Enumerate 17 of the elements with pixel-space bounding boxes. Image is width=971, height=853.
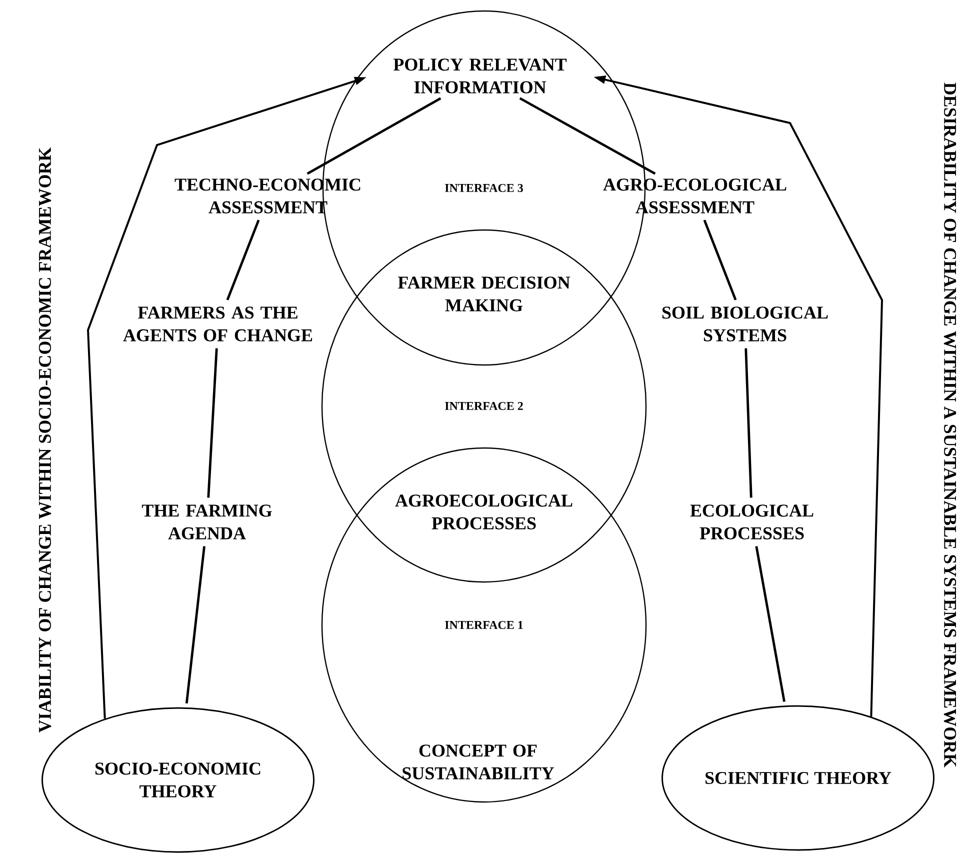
connector-line bbox=[226, 220, 260, 300]
overlap-text: AGROECOLOGICAL PROCESSES bbox=[395, 494, 572, 530]
vertical-caption: VIABILITY OF CHANGE WITHIN SOCIO-ECONOMIC FRAMEWORK bbox=[38, 147, 52, 733]
concept-text: THE FARMING AGENDA bbox=[142, 504, 272, 540]
connector-line bbox=[703, 220, 737, 300]
concept-text: FARMERS AS THE AGENTS OF CHANGE bbox=[123, 306, 312, 342]
connector-line bbox=[755, 546, 786, 702]
connector-line bbox=[207, 348, 218, 498]
concept-text: ECOLOGICAL PROCESSES bbox=[690, 504, 814, 540]
connector-line bbox=[519, 97, 656, 175]
connector-line bbox=[744, 348, 752, 498]
heading-text: POLICY RELEVANT INFORMATION bbox=[393, 58, 567, 94]
vertical-caption: DESIRABILITY OF CHANGE WITHIN A SUSTAINABLE SYSTEMS FRAMEWORK bbox=[944, 82, 956, 768]
connector-line bbox=[185, 546, 206, 704]
connector-line bbox=[306, 97, 442, 175]
overlap-text: FARMER DECISION MAKING bbox=[398, 276, 570, 312]
concept-text: SOIL BIOLOGICAL SYSTEMS bbox=[662, 306, 828, 342]
